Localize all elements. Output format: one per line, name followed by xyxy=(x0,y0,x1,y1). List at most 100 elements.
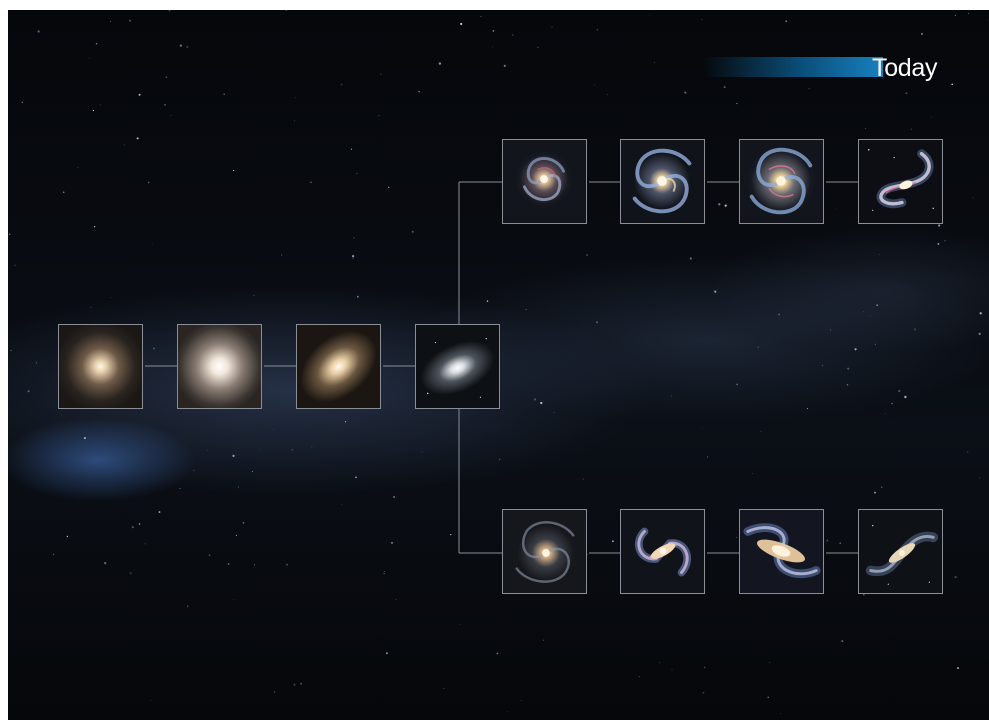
star xyxy=(954,14,956,17)
star xyxy=(835,207,837,209)
star xyxy=(944,240,946,242)
star xyxy=(910,128,912,130)
star xyxy=(496,652,499,655)
star xyxy=(898,389,901,393)
star xyxy=(702,691,705,694)
star xyxy=(841,640,844,643)
star xyxy=(104,561,107,565)
star xyxy=(281,254,283,256)
star xyxy=(193,470,195,472)
star xyxy=(689,257,692,260)
star xyxy=(757,346,760,348)
star xyxy=(123,144,125,146)
star xyxy=(110,20,111,22)
star xyxy=(356,172,358,175)
star xyxy=(286,563,288,566)
star xyxy=(806,408,808,410)
star xyxy=(533,398,537,401)
galaxy-spiral-open xyxy=(620,139,705,224)
star xyxy=(388,186,390,188)
star xyxy=(235,534,237,536)
star xyxy=(905,92,908,95)
star xyxy=(649,15,651,16)
star xyxy=(596,321,598,323)
star xyxy=(702,427,703,429)
star xyxy=(438,62,442,65)
star xyxy=(393,496,396,498)
star xyxy=(967,451,969,453)
star xyxy=(718,203,721,206)
star xyxy=(144,543,146,545)
star xyxy=(736,383,738,386)
star xyxy=(179,44,183,47)
galaxy-spiral-faint xyxy=(502,509,587,594)
star xyxy=(253,564,256,566)
star xyxy=(956,667,960,670)
star xyxy=(874,491,876,494)
star xyxy=(978,332,981,335)
star xyxy=(937,242,940,245)
star xyxy=(9,233,11,235)
star xyxy=(785,20,788,23)
star xyxy=(21,101,23,103)
star xyxy=(913,328,917,331)
star xyxy=(110,297,112,298)
star xyxy=(503,64,506,67)
star xyxy=(385,652,388,655)
star xyxy=(27,390,30,393)
star xyxy=(450,534,452,536)
star xyxy=(128,19,132,22)
star xyxy=(138,523,141,525)
galaxy-barred-spiral-early xyxy=(620,509,705,594)
star xyxy=(596,28,599,31)
star xyxy=(129,572,132,575)
star xyxy=(352,258,354,259)
star xyxy=(208,554,211,556)
galaxy-elliptical-tilted xyxy=(296,324,381,409)
star xyxy=(865,128,866,129)
star xyxy=(37,30,40,33)
star xyxy=(421,451,423,453)
star xyxy=(227,562,230,565)
star xyxy=(760,430,762,432)
star xyxy=(846,383,849,386)
star xyxy=(353,237,355,239)
star xyxy=(932,72,934,75)
star xyxy=(62,191,65,194)
star xyxy=(83,437,86,440)
star xyxy=(847,367,850,370)
sky-background: Today xyxy=(8,10,989,720)
star xyxy=(920,32,924,35)
star xyxy=(77,167,79,168)
timeline-bar xyxy=(703,57,883,77)
star xyxy=(612,540,614,543)
star xyxy=(594,84,596,86)
star xyxy=(35,362,38,364)
star xyxy=(904,395,907,399)
star xyxy=(136,137,139,140)
star xyxy=(168,10,171,12)
star xyxy=(418,90,420,93)
star xyxy=(233,599,234,601)
star xyxy=(66,535,69,538)
star xyxy=(207,449,209,451)
star xyxy=(242,522,245,524)
star xyxy=(671,395,673,397)
galaxy-spiral-compact xyxy=(502,139,587,224)
star xyxy=(854,348,857,351)
star xyxy=(553,412,555,414)
star xyxy=(525,308,527,310)
star xyxy=(238,486,240,488)
star xyxy=(150,700,152,701)
star xyxy=(881,486,883,488)
star xyxy=(350,148,353,150)
star xyxy=(492,46,494,48)
star xyxy=(10,349,12,352)
star xyxy=(979,312,982,315)
star xyxy=(253,294,255,297)
star xyxy=(723,86,726,89)
star xyxy=(671,669,673,671)
star xyxy=(701,18,703,21)
star xyxy=(138,93,141,96)
star xyxy=(274,691,276,693)
